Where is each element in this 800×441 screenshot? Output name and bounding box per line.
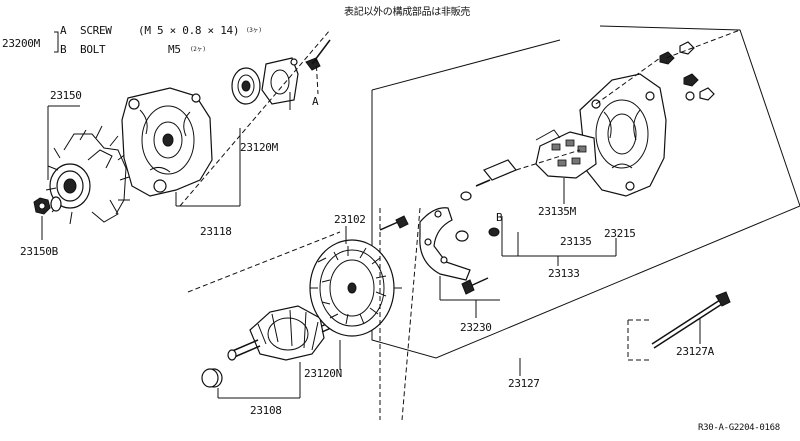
callout-23102: 23102: [334, 213, 366, 226]
drawing-code: R30-A-G2204-0168: [698, 423, 780, 433]
front-bearing-part: [231, 67, 261, 105]
callout-23127a: 23127A: [676, 345, 714, 358]
kit-part-number: 23200M: [2, 37, 40, 50]
rotor-part: [227, 305, 341, 361]
pulley-part: [49, 125, 133, 223]
callout-23230: 23230: [460, 321, 492, 334]
callout-23120n: 23120N: [304, 367, 342, 380]
front-bracket-part: [121, 87, 213, 197]
kit-row-b-spec: M5: [168, 43, 181, 56]
callout-23108: 23108: [250, 404, 282, 417]
kit-row-b-qty: (2ヶ): [190, 46, 206, 53]
bearing-retainer-part: [261, 57, 299, 105]
through-bolt-part: [651, 291, 731, 349]
header-note: 表記以外の構成部品は非販売: [344, 7, 471, 18]
callout-23120m: 23120M: [240, 141, 278, 154]
callout-23133: 23133: [548, 267, 580, 280]
kit-row-b-name: BOLT: [80, 43, 106, 56]
callout-23135: 23135: [560, 235, 592, 248]
callout-23127: 23127: [508, 377, 540, 390]
kit-row-b-letter: B: [60, 43, 67, 56]
pulley-nut-part: [33, 196, 62, 215]
callout-23118: 23118: [200, 225, 232, 238]
kit-row-a-letter: A: [60, 24, 67, 37]
marker-a: A: [312, 95, 319, 108]
kit-row-a-qty: (3ヶ): [246, 27, 262, 34]
fan-part: [45, 147, 73, 225]
screws-b-part: [379, 215, 500, 295]
kit-brace: [54, 31, 59, 53]
marker-b: B: [496, 211, 503, 224]
diode-holder-part: [419, 207, 471, 281]
rear-bearing-part: [201, 368, 223, 388]
kit-row-a-spec: (M 5 × 0.8 × 14): [138, 24, 240, 37]
callout-23215: 23215: [604, 227, 636, 240]
brush-holder-part: [460, 159, 517, 201]
callout-23150: 23150: [50, 89, 82, 102]
rear-assembly-outline: [371, 25, 800, 359]
rear-bracket-part: [579, 73, 667, 197]
callout-23135m: 23135M: [538, 205, 576, 218]
kit-row-a-name: SCREW: [80, 24, 112, 37]
callout-23150b: 23150B: [20, 245, 58, 258]
rectifier-part: [535, 129, 597, 179]
stator-part: [309, 239, 402, 337]
terminal-nuts-part: [659, 41, 715, 101]
